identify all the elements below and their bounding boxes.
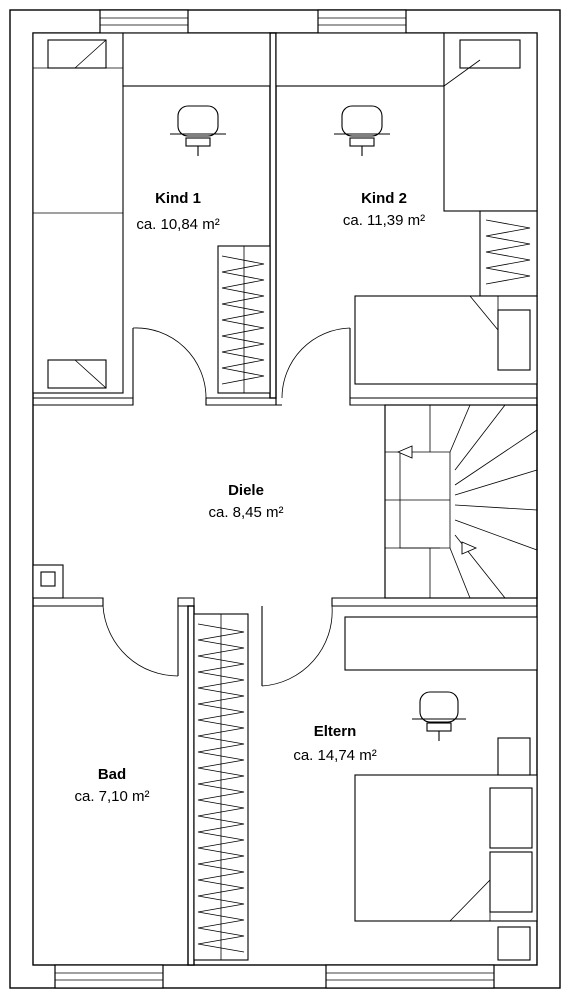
bed-kind2 <box>354 295 538 385</box>
shaft-box <box>32 564 64 599</box>
window-bad <box>54 964 164 989</box>
office-chair-icon-eltern <box>412 691 466 741</box>
wardrobe-kind1 <box>217 245 271 394</box>
wardrobe-kind2 <box>479 210 538 297</box>
winder-staircase <box>385 404 538 599</box>
window-kind1 <box>99 9 189 34</box>
room-area-kind1: ca. 10,84 m² <box>136 216 219 233</box>
window-kind2 <box>317 9 407 34</box>
desk-kind2 <box>275 32 538 212</box>
desk-kind1 <box>122 32 271 87</box>
bed-kind1 <box>32 32 124 394</box>
room-name-bad: Bad <box>98 766 126 783</box>
office-chair-icon <box>170 105 226 156</box>
sideboard-eltern <box>344 616 538 671</box>
room-area-kind2: ca. 11,39 m² <box>343 212 425 229</box>
nightstand-eltern-top <box>497 737 531 776</box>
room-name-kind1: Kind 1 <box>155 190 201 207</box>
window-eltern <box>325 964 495 989</box>
door-eltern[interactable] <box>261 605 333 687</box>
room-area-diele: ca. 8,45 m² <box>208 504 283 521</box>
room-area-bad: ca. 7,10 m² <box>74 788 149 805</box>
door-bad[interactable] <box>102 605 179 677</box>
room-name-eltern: Eltern <box>314 723 357 740</box>
wardrobe-eltern <box>193 613 249 961</box>
office-chair-icon-kind2 <box>334 105 390 156</box>
nightstand-eltern-bottom <box>497 926 531 961</box>
bed-eltern <box>354 774 538 922</box>
door-kind1[interactable] <box>132 327 207 399</box>
room-name-kind2: Kind 2 <box>361 190 407 207</box>
room-area-eltern: ca. 14,74 m² <box>293 747 376 764</box>
door-kind2[interactable] <box>281 327 351 399</box>
room-name-diele: Diele <box>228 482 264 499</box>
